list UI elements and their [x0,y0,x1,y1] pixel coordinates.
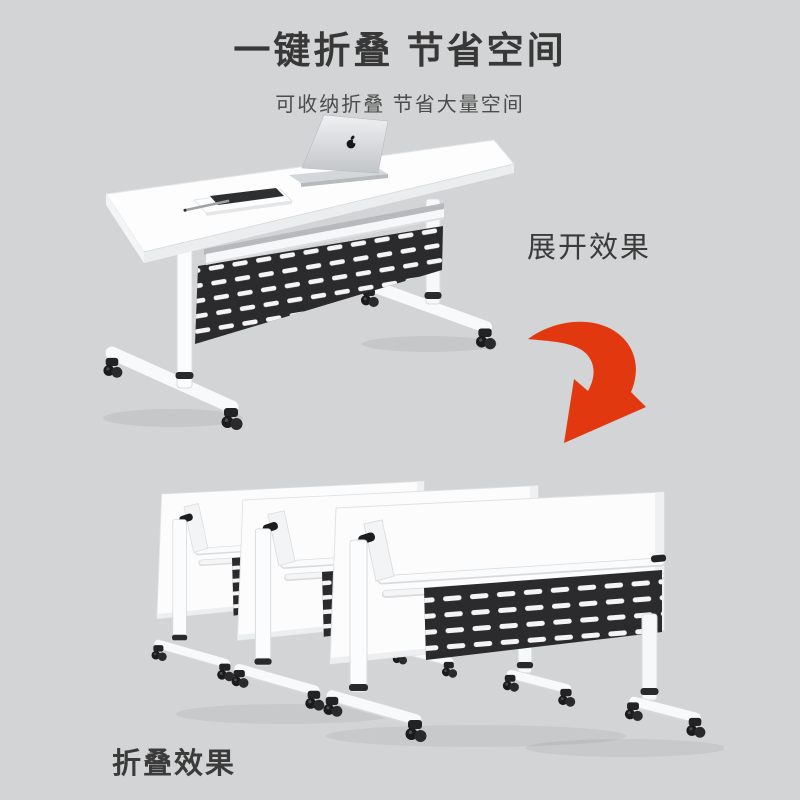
desk-right-leg [360,198,496,350]
floor-shadow [103,336,498,427]
page-title: 一键折叠 节省空间 [233,30,567,71]
folded-desks-figure [146,464,724,768]
support-beam [204,203,444,265]
fold-arrow [524,313,654,449]
folded-state-label: 折叠效果 [112,748,237,780]
fold-arrow-icon [528,321,646,443]
expanded-desk-illustration [103,114,515,430]
floor-shadow [176,704,724,757]
laptop [289,114,389,187]
pen-icon [184,199,230,212]
folded-desk-unit-3 [323,492,705,742]
notebook-and-pen [183,188,293,216]
mesh-modesty-panel [195,226,443,344]
expanded-state-label: 展开效果 [527,232,652,264]
header: 一键折叠 节省空间 可收纳折叠 节省大量空间 [0,0,800,117]
expanded-desk-figure [58,104,520,452]
desk-left-leg [103,218,243,430]
page-subtitle: 可收纳折叠 节省大量空间 [275,94,525,116]
apple-logo-icon [346,135,357,149]
folded-desks-illustration [146,464,724,757]
